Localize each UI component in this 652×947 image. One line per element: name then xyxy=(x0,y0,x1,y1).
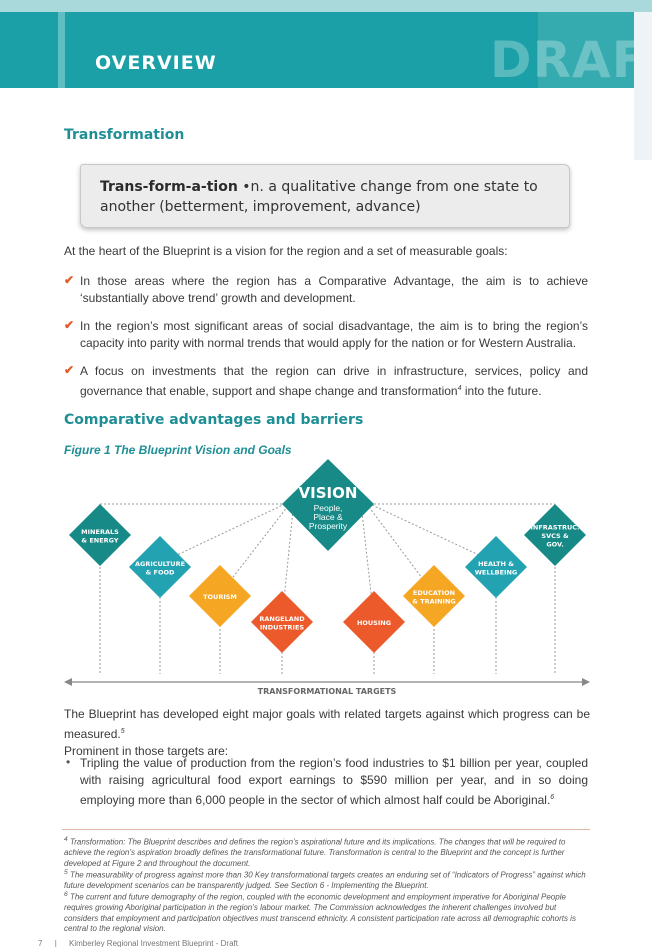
footer-doc-title: Kimberley Regional Investment Blueprint … xyxy=(69,939,238,947)
goal-diamond xyxy=(189,565,251,627)
section-heading-comparative: Comparative advantages and barriers xyxy=(64,412,364,428)
footnote-text: The measurability of progress against mo… xyxy=(64,870,586,891)
goal-item-2: In the region’s most significant areas o… xyxy=(80,319,588,350)
goal-diamond xyxy=(129,536,191,598)
goal-node: HOUSING xyxy=(343,591,405,653)
targets-intro: The Blueprint has developed eight major … xyxy=(64,706,590,760)
figure-caption: Figure 1 The Blueprint Vision and Goals xyxy=(64,443,292,457)
footnote-ref-4[interactable]: 4 xyxy=(457,385,462,392)
goal-label: & FOOD xyxy=(146,568,175,576)
intro-paragraph: At the heart of the Blueprint is a visio… xyxy=(64,244,508,258)
goal-node: EDUCATION& TRAINING xyxy=(403,565,465,627)
vision-diamond xyxy=(282,459,374,551)
definition-text: Trans-form-a-tion •n. a qualitative chan… xyxy=(100,177,560,217)
page-footer: 7 | Kimberley Regional Investment Bluepr… xyxy=(38,939,238,947)
goal-diamond xyxy=(524,504,586,566)
goal-item-3-tail: into the future. xyxy=(461,384,542,398)
goal-node: MINERALS& ENERGY xyxy=(69,504,131,566)
vision-subtitle-2: Place & xyxy=(313,512,343,522)
draft-watermark: DRAFT xyxy=(490,31,652,89)
axis-arrow-right-icon xyxy=(582,678,590,686)
goal-node: HEALTH &WELLBEING xyxy=(465,536,527,598)
footer-separator: | xyxy=(54,939,57,947)
goal-item-3: A focus on investments that the region c… xyxy=(80,363,588,400)
footnote-number: 4 xyxy=(64,836,68,843)
goal-label: AGRICULTURE xyxy=(135,560,185,568)
goal-label: HOUSING xyxy=(357,619,391,627)
footnote-4: 4 Transformation: The Blueprint describe… xyxy=(64,835,590,869)
footnote-ref-5[interactable]: 5 xyxy=(120,728,125,735)
goal-diamond xyxy=(251,591,313,653)
definition-body: a qualitative change from one state to a… xyxy=(100,179,538,215)
goal-item-1: In those areas where the region has a Co… xyxy=(80,274,588,305)
goal-label: GOV. xyxy=(546,541,563,549)
goal-node: TOURISM xyxy=(189,565,251,627)
goal-diamond xyxy=(69,504,131,566)
definition-paper xyxy=(80,164,570,228)
definition-mark: •n. xyxy=(242,179,264,195)
target-item-1: Tripling the value of production from th… xyxy=(80,755,588,809)
footnote-rule xyxy=(62,829,590,830)
goal-diamond xyxy=(465,536,527,598)
goal-label: MINERALS xyxy=(81,528,119,536)
goal-item-3-text: A focus on investments that the region c… xyxy=(80,364,588,398)
section-heading-transformation: Transformation xyxy=(64,127,185,143)
goal-label: SVCS & xyxy=(541,532,569,540)
goal-label: HEALTH & xyxy=(478,560,514,568)
axis-arrow-left-icon xyxy=(64,678,72,686)
vision-subtitle-3: Prosperity xyxy=(309,521,348,531)
targets-intro-line2: Prominent in those targets are: xyxy=(64,744,229,758)
goal-label: INDUSTRIES xyxy=(260,623,305,631)
vision-title: VISION xyxy=(299,484,358,502)
goal-label: TOURISM xyxy=(203,593,237,601)
check-icon: ✔ xyxy=(64,273,75,287)
side-tab xyxy=(634,12,652,160)
page-title: OVERVIEW xyxy=(95,52,217,74)
draft-watermark-box xyxy=(538,12,634,88)
header-top-strip xyxy=(0,0,652,12)
goal-label: INFRASTRUC. xyxy=(531,524,580,532)
footnote-text: Transformation: The Blueprint describes … xyxy=(64,837,566,868)
axis-label: TRANSFORMATIONAL TARGETS xyxy=(258,687,397,696)
vision-subtitle-1: People, xyxy=(314,503,343,513)
goal-diamond xyxy=(403,565,465,627)
goal-label: & TRAINING xyxy=(412,597,455,605)
check-icon: ✔ xyxy=(64,318,75,332)
footnote-text: The current and future demography of the… xyxy=(64,892,576,934)
targets-intro-text: The Blueprint has developed eight major … xyxy=(64,707,590,741)
page-number: 7 xyxy=(38,939,43,947)
footnote-number: 6 xyxy=(64,891,68,898)
bullet-dot: • xyxy=(66,755,71,769)
goal-node: INFRASTRUC.SVCS &GOV. xyxy=(524,504,586,566)
goal-node: AGRICULTURE& FOOD xyxy=(129,536,191,598)
footnote-6: 6 The current and future demography of t… xyxy=(64,890,590,935)
goal-label: WELLBEING xyxy=(475,568,517,576)
page-header-band xyxy=(0,12,634,88)
check-icon: ✔ xyxy=(64,363,75,377)
goal-label: EDUCATION xyxy=(413,589,455,597)
footnote-5: 5 The measurability of progress against … xyxy=(64,868,590,892)
goal-diamond xyxy=(343,591,405,653)
target-item-1-text: Tripling the value of production from th… xyxy=(80,756,588,807)
footnote-ref-6[interactable]: 6 xyxy=(550,794,555,801)
footnote-number: 5 xyxy=(64,869,68,876)
goal-label: RANGELAND xyxy=(259,615,305,623)
definition-term: Trans-form-a-tion xyxy=(100,179,238,195)
header-divider xyxy=(58,12,65,88)
goal-label: & ENERGY xyxy=(81,536,118,544)
